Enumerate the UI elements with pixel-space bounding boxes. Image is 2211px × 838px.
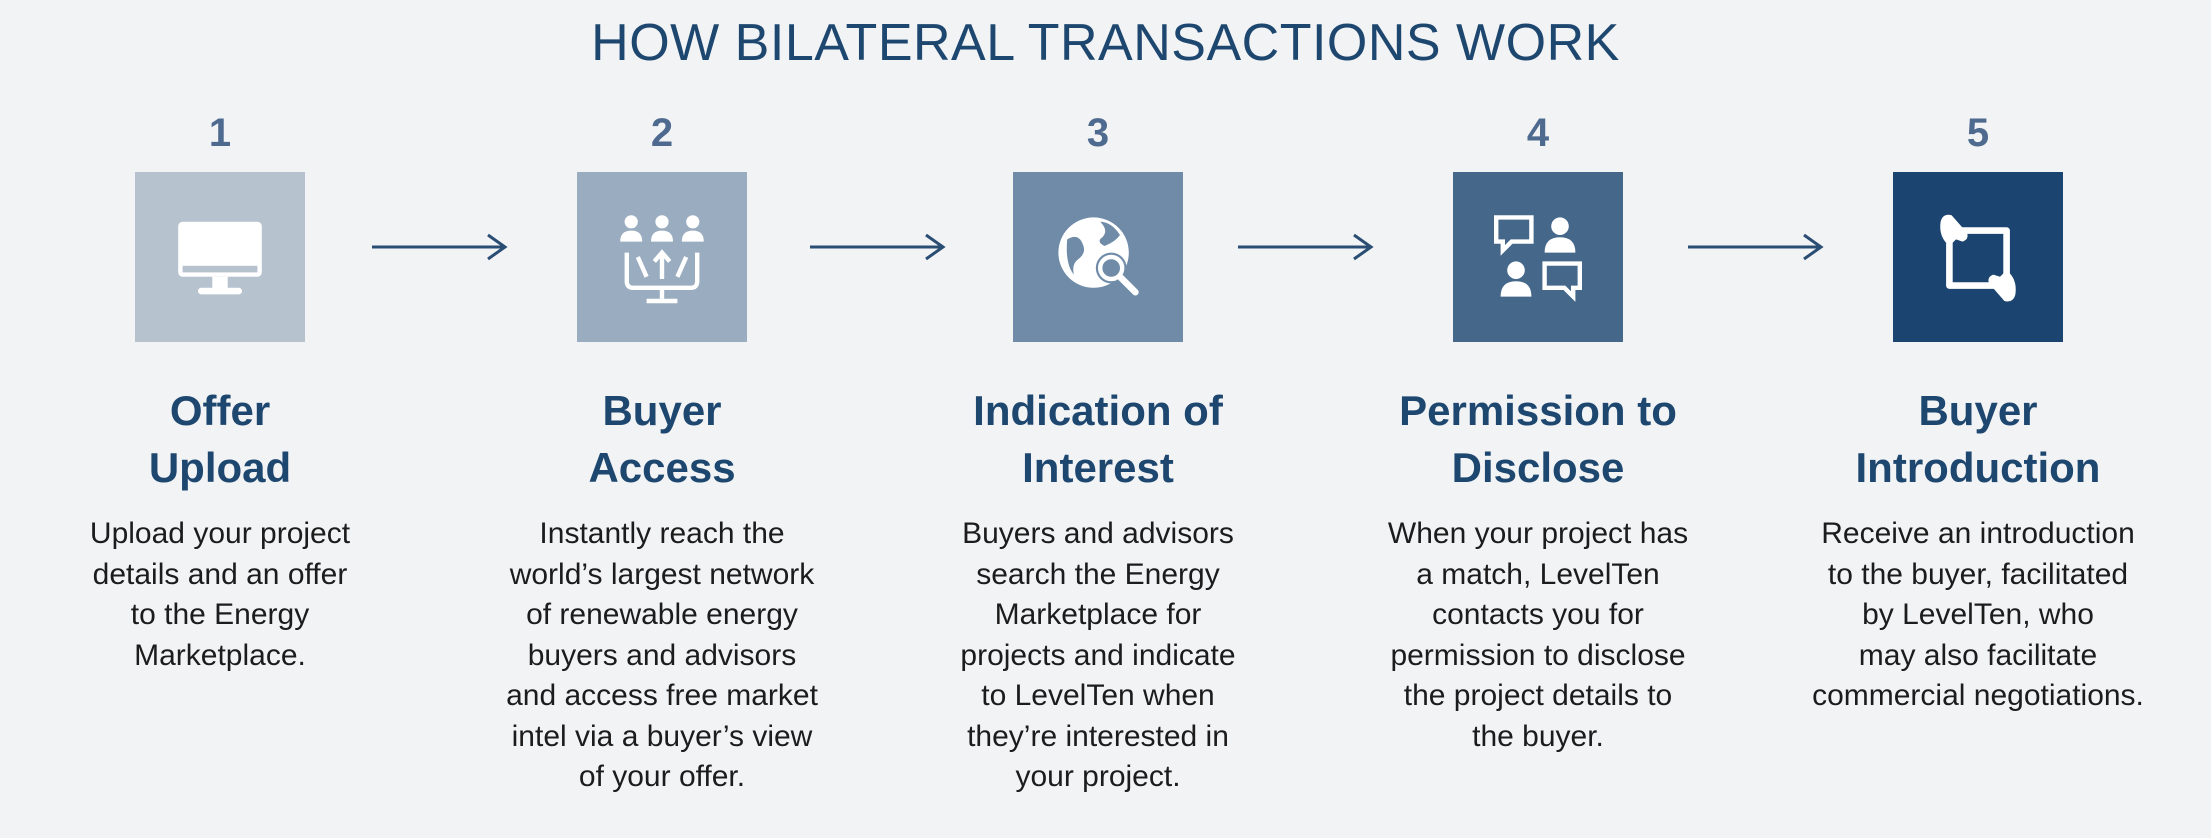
arrow-right-icon (810, 233, 946, 261)
network-upload-icon (620, 215, 704, 304)
step-icon-box (577, 172, 747, 342)
step-number: 5 (1966, 111, 1990, 155)
step-icon-box (1013, 172, 1183, 342)
step-number: 2 (650, 111, 674, 155)
step-number: 3 (1086, 111, 1110, 155)
step-icon-box (135, 172, 305, 342)
arrow-right-icon (372, 233, 508, 261)
monitor-icon (178, 221, 262, 295)
globe-search-icon (1058, 217, 1139, 296)
chat-people-icon (1494, 215, 1582, 302)
arrow-right-icon (1238, 233, 1374, 261)
step-icon-box (1893, 172, 2063, 342)
step-number: 1 (208, 111, 232, 155)
arrow-right-icon (1688, 233, 1824, 261)
page-title: HOW BILATERAL TRANSACTIONS WORK (591, 14, 1620, 72)
step-icon-box (1453, 172, 1623, 342)
step-number: 4 (1526, 111, 1550, 155)
handshake-frame-icon (1940, 214, 2016, 302)
